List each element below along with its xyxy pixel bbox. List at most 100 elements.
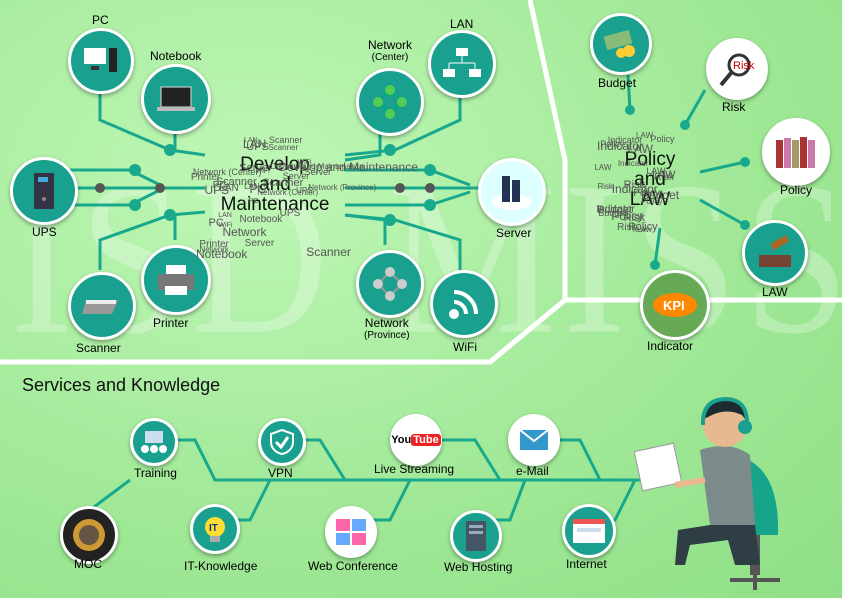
training-node[interactable] — [130, 418, 178, 466]
cloud-word: Notebook — [239, 213, 283, 225]
cloud-word: Policy — [628, 221, 658, 234]
server-tower-icon — [466, 521, 486, 551]
cloud-word: Indicator — [607, 135, 643, 146]
pc-node[interactable] — [68, 28, 134, 94]
wire-budget — [626, 74, 632, 111]
web-conference-node[interactable] — [325, 506, 377, 558]
budget-label: Budget — [598, 76, 637, 90]
cloud-word: PC — [208, 216, 224, 229]
cloud-word: Printer — [190, 171, 221, 183]
network-center-node[interactable] — [356, 68, 424, 136]
wire-indicator — [653, 227, 662, 266]
cloud-word: LAW — [635, 130, 654, 140]
lan-icon — [443, 48, 481, 77]
cloud-word: Policy — [650, 134, 675, 145]
wire-moc — [89, 478, 131, 512]
risk-badge-text: Risk — [733, 60, 755, 72]
cloud-word: Scanner — [268, 134, 303, 145]
cloud-word: LAN — [244, 136, 258, 144]
web-hosting-node[interactable] — [450, 510, 502, 562]
develop-title: Develop and Maintenance — [205, 155, 345, 215]
wire-lan — [344, 85, 462, 157]
browser-icon — [573, 519, 605, 543]
seal-icon — [73, 519, 105, 551]
training-icon — [141, 431, 167, 453]
network-province-label: Network (Province) — [364, 316, 410, 341]
wifi-node[interactable] — [430, 270, 498, 338]
internet-node[interactable] — [562, 504, 616, 558]
develop-title-line-1: Develop — [240, 154, 310, 175]
books-icon — [776, 137, 815, 168]
cloud-word: Policy — [633, 187, 660, 199]
cloud-word: Server — [244, 238, 275, 250]
server-icon — [492, 176, 532, 210]
policy-label: Policy — [780, 183, 813, 197]
cloud-word: LAW — [594, 163, 612, 173]
ups-node[interactable] — [10, 157, 78, 225]
cloud-word: UPS — [279, 208, 301, 220]
scanner-label: Scanner — [76, 341, 121, 355]
cloud-word: Network — [199, 245, 229, 255]
risk-label: Risk — [722, 100, 746, 114]
section-divider-v — [527, 0, 568, 300]
policy-node[interactable] — [762, 118, 830, 186]
server-node[interactable] — [478, 158, 546, 226]
network-center-title: Network — [368, 38, 413, 52]
wire-wifi — [344, 213, 462, 270]
pc-icon — [84, 48, 117, 72]
cloud-word: LAN — [242, 136, 267, 151]
cloud-word: Risk — [617, 221, 637, 233]
kpi-badge-text: KPI — [663, 298, 685, 313]
cloud-word: LAW — [652, 169, 676, 182]
policy-title-line-1: Policy — [624, 149, 676, 170]
cloud-word: Policy — [611, 208, 644, 223]
wire-network-center — [344, 130, 382, 162]
network-province-sub: (Province) — [364, 330, 410, 341]
cloud-word: Policy — [600, 138, 625, 149]
cloud-word: LAW — [637, 227, 653, 235]
law-label: LAW — [762, 285, 788, 299]
cloud-word: LAW — [627, 142, 653, 157]
network-center-sub: (Center) — [371, 52, 409, 63]
cloud-word: Network (Center) — [257, 188, 319, 198]
cloud-word: WiFi — [255, 167, 270, 175]
law-node[interactable] — [742, 220, 808, 286]
training-label: Training — [134, 466, 177, 480]
cloud-word: Notebook — [196, 247, 248, 262]
youtube-you: You — [391, 434, 412, 446]
indicator-label: Indicator — [647, 339, 694, 353]
email-node[interactable] — [508, 414, 560, 466]
web-conference-label: Web Conference — [308, 559, 398, 573]
cloud-word: LAW — [646, 165, 666, 176]
moc-node[interactable] — [60, 506, 118, 564]
it-badge-text: IT — [209, 523, 218, 534]
gavel-icon — [759, 235, 791, 267]
indicator-node[interactable]: KPI — [640, 270, 710, 340]
printer-node[interactable] — [141, 245, 211, 315]
risk-node[interactable]: Risk — [706, 38, 768, 100]
lan-node[interactable] — [428, 30, 496, 98]
cloud-word: Risk — [597, 182, 613, 192]
network-people-icon — [373, 85, 407, 119]
network-province-node[interactable] — [356, 250, 424, 318]
cloud-word: PC — [249, 182, 267, 197]
printer-icon — [158, 265, 194, 295]
budget-node[interactable] — [590, 13, 652, 75]
it-knowledge-node[interactable]: IT — [190, 504, 240, 554]
cloud-word: Indicator — [597, 138, 644, 153]
video-call-icon — [336, 519, 366, 545]
notebook-node[interactable] — [141, 64, 211, 134]
cloud-word: PC — [212, 179, 227, 191]
cloud-word: Risk — [623, 211, 646, 224]
cloud-word: Network (Center) — [192, 167, 262, 178]
scanner-node[interactable] — [68, 272, 136, 340]
cloud-word: Indicator — [611, 181, 658, 196]
live-streaming-label: Live Streaming — [374, 462, 455, 476]
cloud-word: Budget — [641, 187, 680, 202]
wifi-label: WiFi — [453, 340, 477, 354]
vpn-node[interactable] — [258, 418, 306, 466]
cloud-word: Server — [304, 167, 332, 178]
wire-risk — [683, 89, 707, 126]
cloud-word: Risk — [632, 227, 646, 235]
